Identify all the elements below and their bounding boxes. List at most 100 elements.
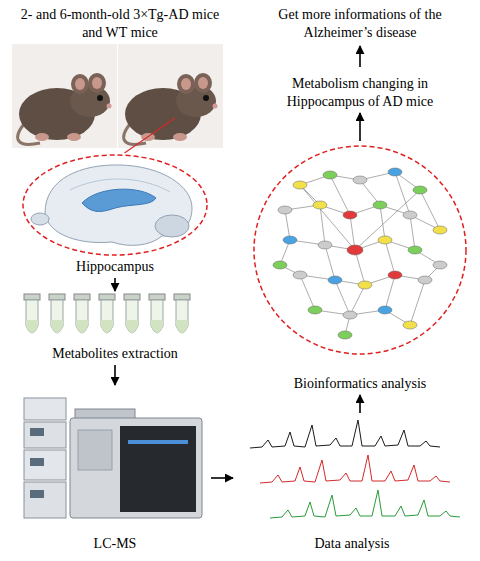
flow-arrow <box>359 395 361 413</box>
tube-cap <box>99 294 115 300</box>
network-node <box>293 271 307 279</box>
stage-node: LC-MS <box>20 386 210 554</box>
network-node <box>388 271 402 279</box>
mouse-photo <box>12 44 117 148</box>
hplc-module <box>24 482 66 518</box>
tube <box>99 294 115 333</box>
tube-cap <box>74 294 90 300</box>
hplc-module <box>24 450 66 480</box>
stage-node: 2- and 6-month-old 3×Tg-AD mice and WT m… <box>10 4 230 118</box>
tube-body <box>126 300 138 333</box>
tube-cap <box>124 294 140 300</box>
cerebellum <box>155 215 189 237</box>
chromatogram-trace <box>270 490 460 518</box>
hplc-panel <box>30 458 44 466</box>
tube-liquid <box>126 320 138 333</box>
tube-cap <box>174 294 190 300</box>
ms-front <box>120 426 196 512</box>
stage-caption: LC-MS <box>94 535 137 553</box>
sample-tubes <box>24 294 190 333</box>
network-node <box>433 261 447 269</box>
stage-caption: Bioinformatics analysis <box>294 375 427 393</box>
tube <box>24 294 40 333</box>
stage-caption: Data analysis <box>314 535 389 553</box>
network-node <box>418 276 432 284</box>
hplc-module <box>24 398 66 420</box>
network-node <box>347 245 363 255</box>
network-links <box>280 172 440 335</box>
stage-caption: Metabolites extraction <box>52 345 178 363</box>
flow-arrow <box>211 477 233 479</box>
stage-caption: Get more informations of the Alzheimer’s… <box>260 6 460 41</box>
stage-node: Data analysis <box>234 414 470 554</box>
network-nodes <box>273 168 447 339</box>
mouse-photo <box>118 44 223 148</box>
network-node <box>273 261 287 269</box>
stage-node: Hippocampus <box>20 153 210 277</box>
lcms-instrument <box>24 398 202 518</box>
hippocampus-region <box>82 189 156 211</box>
highlight-ellipse <box>254 146 466 354</box>
tube-body <box>76 300 88 333</box>
network-node <box>313 201 327 209</box>
ms-light <box>128 440 188 444</box>
tube-body <box>151 300 163 333</box>
stage-node: Bioinformatics analysis <box>250 142 470 394</box>
network-node <box>373 201 387 209</box>
tube-liquid <box>26 320 38 333</box>
tube-cap <box>24 294 40 300</box>
network-node <box>378 306 392 314</box>
stage-caption: 2- and 6-month-old 3×Tg-AD mice and WT m… <box>15 6 225 41</box>
tube-body <box>176 300 188 333</box>
network-node <box>378 236 392 244</box>
network-node <box>353 176 367 184</box>
tube-liquid <box>151 320 163 333</box>
tube-body <box>51 300 63 333</box>
tube <box>149 294 165 333</box>
tube <box>124 294 140 333</box>
network-node <box>323 171 337 179</box>
tube-liquid <box>176 320 188 333</box>
network-node <box>388 168 402 176</box>
network-node <box>338 331 352 339</box>
flow-arrow <box>125 118 176 153</box>
stage-caption: Metabolism changing in Hippocampus of AD… <box>260 75 460 110</box>
network-node <box>278 206 292 214</box>
stage-node: Metabolites extraction <box>20 292 210 364</box>
stage-caption: Hippocampus <box>76 258 154 276</box>
network-node <box>283 236 297 244</box>
network-node <box>358 281 372 289</box>
flow-arrow <box>359 46 361 67</box>
hplc-module <box>24 422 66 448</box>
network-node <box>403 321 417 329</box>
network-node <box>318 241 332 249</box>
tube-body <box>26 300 38 333</box>
highlight-ellipse <box>23 155 207 255</box>
network-node <box>343 311 357 319</box>
tube <box>174 294 190 333</box>
tube-liquid <box>51 320 63 333</box>
network-node <box>343 211 357 219</box>
flow-arrow <box>114 278 116 291</box>
network-node <box>308 306 322 314</box>
network-node <box>413 186 427 194</box>
chromatograms <box>250 420 460 518</box>
tube <box>49 294 65 333</box>
tube-cap <box>149 294 165 300</box>
flow-arrow <box>359 113 361 141</box>
tube <box>74 294 90 333</box>
tube-liquid <box>76 320 88 333</box>
network-node <box>408 246 422 254</box>
brain-fold <box>70 179 170 192</box>
network-node <box>433 226 447 234</box>
olfactory-bulb <box>31 213 49 225</box>
hplc-panel <box>30 428 44 436</box>
ms-side <box>78 430 112 470</box>
brain-outline <box>45 165 192 245</box>
network-node <box>328 276 342 284</box>
network-node <box>403 211 417 219</box>
flow-arrow <box>114 365 116 385</box>
network-node <box>293 181 307 189</box>
chromatogram-trace <box>260 455 450 483</box>
